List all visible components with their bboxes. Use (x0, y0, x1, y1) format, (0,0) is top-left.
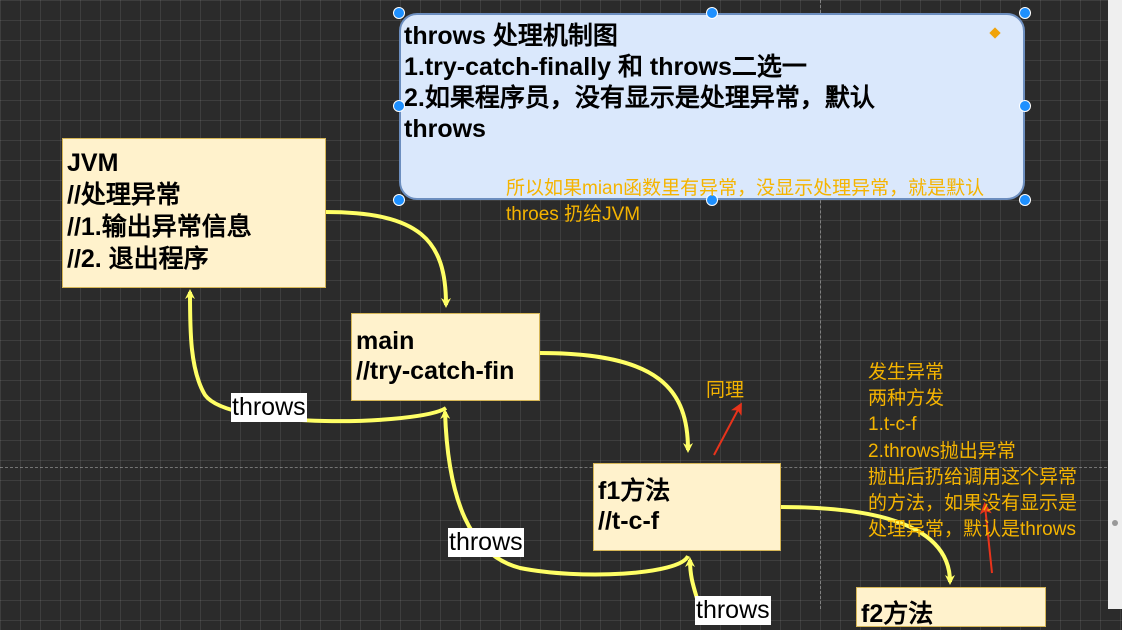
box-line: //t-c-f (598, 507, 660, 535)
annotation-line: 两种方发 (868, 388, 945, 410)
box-line: //1.输出异常信息 (67, 213, 252, 241)
box-line: //2. 退出程序 (67, 245, 209, 273)
throws-mechanism-note[interactable]: throws 处理机制图 1.try-catch-finally 和 throw… (399, 13, 1025, 200)
connectors (185, 210, 993, 609)
note-line-3: throws (404, 115, 486, 143)
box-line: main (356, 327, 415, 355)
selection-handle-bc[interactable] (706, 194, 718, 206)
scrollbar-thumb[interactable] (1112, 520, 1118, 526)
annotation-line: 处理异常，默认是throws (868, 519, 1076, 541)
annotation-line: throes 扔给JVM (506, 204, 641, 226)
annotation-line: 发生异常 (868, 362, 945, 383)
f2-box[interactable]: f2方法 (856, 587, 1046, 628)
selection-handle-ml[interactable] (393, 100, 405, 112)
red-arrow-same (713, 402, 742, 456)
jvm-default-annotation: 所以如果mian函数里有异常，没显示处理异常，就是默认 throes 扔给JVM (506, 176, 984, 228)
selection-handle-tr[interactable] (1019, 7, 1031, 19)
exception-annotation: 发生异常 两种方发 1.t-c-f 2.throws抛出异常 抛出后扔给调用这个… (868, 360, 1077, 544)
guide-horizontal (0, 467, 1122, 468)
selection-handle-bl[interactable] (393, 194, 405, 206)
edge-label-main-to-jvm[interactable]: throws (231, 393, 307, 422)
selection-handle-tl[interactable] (393, 7, 405, 19)
selection-handle-tc[interactable] (706, 7, 718, 19)
red-arrow-throws (979, 502, 993, 574)
note-line-2: 2.如果程序员，没有显示是处理异常，默认 (404, 84, 875, 112)
selection-handle-mr[interactable] (1019, 100, 1031, 112)
box-line: f1方法 (598, 477, 671, 505)
main-box[interactable]: main //try-catch-fin (351, 313, 540, 401)
guide-vertical (820, 0, 821, 609)
annotation-line: 2.throws抛出异常 (868, 440, 1016, 462)
edge-label-f2-to-f1[interactable]: throws (695, 596, 771, 625)
box-line: f2方法 (861, 600, 934, 628)
annotation-line: 所以如果mian函数里有异常，没显示处理异常，就是默认 (506, 178, 985, 199)
vertical-scrollbar[interactable] (1108, 0, 1122, 609)
same-label: 同理 (706, 380, 745, 401)
box-line: //处理异常 (67, 181, 181, 209)
jvm-box[interactable]: JVM //处理异常 //1.输出异常信息 //2. 退出程序 (62, 138, 326, 288)
edge-main-to-jvm[interactable] (185, 289, 448, 424)
f1-box[interactable]: f1方法 //t-c-f (593, 463, 781, 551)
box-line: //try-catch-fin (356, 357, 515, 385)
annotation-line: 抛出后扔给调用这个异常 (868, 466, 1078, 488)
edge-f1-to-main[interactable] (440, 409, 690, 577)
annotation-line: 的方法，如果没有显示是 (868, 493, 1078, 515)
edge-f1-to-f2[interactable] (779, 505, 955, 585)
box-line: JVM (67, 149, 119, 177)
selection-handle-br[interactable] (1019, 194, 1031, 206)
note-line-1: 1.try-catch-finally 和 throws二选一 (404, 53, 807, 81)
edge-label-f1-to-main[interactable]: throws (448, 528, 524, 557)
note-title: throws 处理机制图 (404, 22, 618, 50)
edge-jvm-to-main[interactable] (324, 210, 451, 308)
edge-main-to-f1[interactable] (539, 351, 693, 453)
annotation-line: 1.t-c-f (868, 414, 917, 436)
